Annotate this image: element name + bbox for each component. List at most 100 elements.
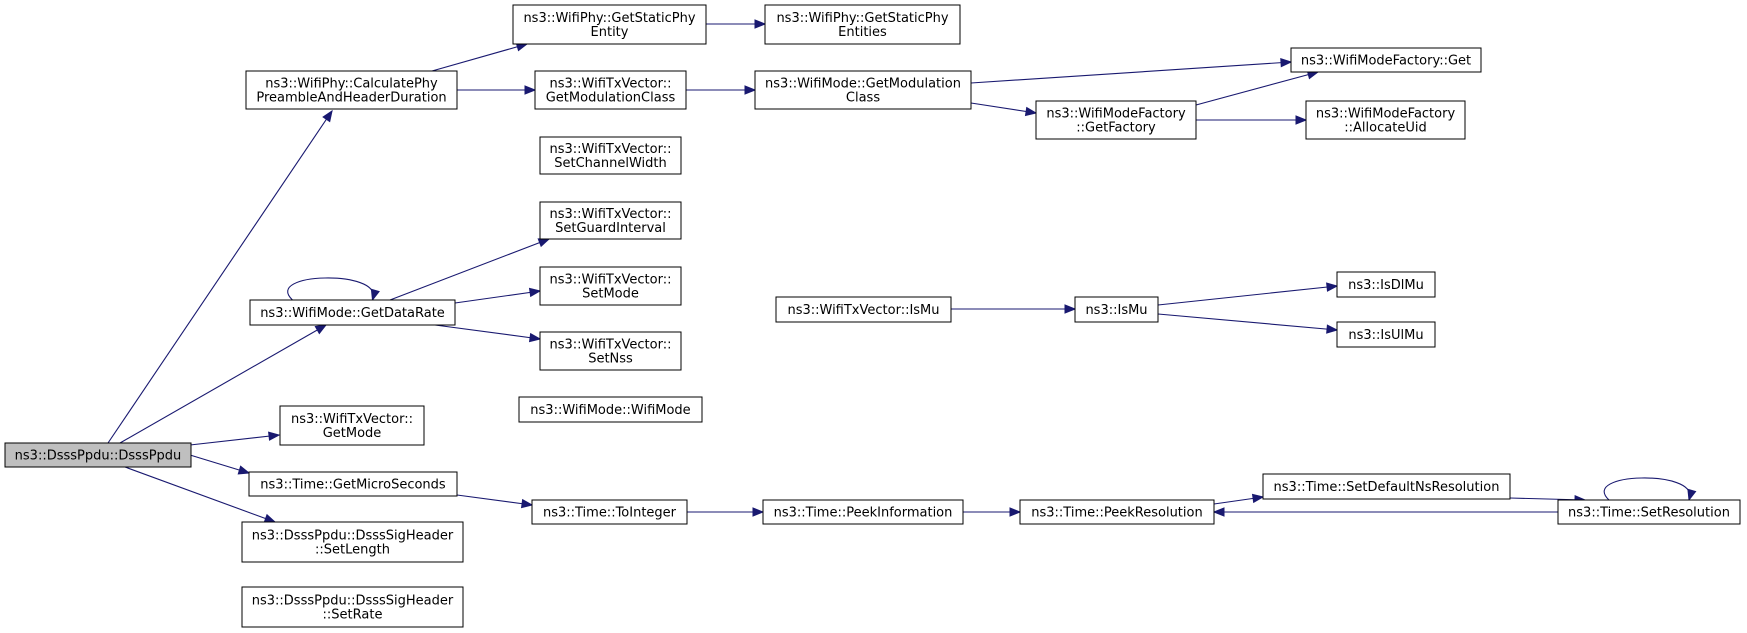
node-root[interactable]: ns3::DsssPpdu::DsssPpdu	[4, 442, 192, 468]
node-setMode[interactable]: ns3::WifiTxVector::SetMode	[539, 266, 682, 306]
node-setRes[interactable]: ns3::Time::SetResolution	[1557, 499, 1741, 525]
arrowhead	[528, 287, 542, 298]
edge-modeGetModClass-to-getFactory	[970, 102, 1038, 117]
edge-line	[456, 494, 533, 506]
arrowhead	[237, 465, 251, 475]
edge-isMuVec-to-isMu	[951, 304, 1077, 314]
edge-modeGetModClass-to-factoryGet	[970, 57, 1293, 84]
node-label: SetGuardInterval	[555, 221, 666, 236]
edge-line	[454, 290, 541, 304]
edge-line	[1157, 285, 1338, 306]
node-label: ns3::WifiTxVector::	[549, 77, 671, 92]
node-isMuVec[interactable]: ns3::WifiTxVector::IsMu	[775, 296, 952, 323]
node-label: ns3::WifiPhy::CalculatePhy	[265, 77, 438, 92]
node-box	[1262, 473, 1511, 500]
edge-line	[970, 61, 1292, 84]
node-setRate[interactable]: ns3::DsssPpdu::DsssSigHeader::SetRate	[241, 586, 464, 628]
node-label: Class	[846, 91, 880, 106]
node-setNss[interactable]: ns3::WifiTxVector::SetNss	[539, 331, 682, 371]
node-box	[539, 201, 682, 240]
arrowhead	[1687, 488, 1697, 502]
node-label: ns3::Time::GetMicroSeconds	[260, 478, 446, 493]
node-factoryGet[interactable]: ns3::WifiModeFactory::Get	[1290, 47, 1482, 73]
node-wifiModeCtor[interactable]: ns3::WifiMode::WifiMode	[518, 396, 703, 423]
node-label: ns3::WifiTxVector::	[549, 142, 671, 157]
edge-line	[287, 277, 374, 301]
edge-peekInfo-to-peekRes	[963, 507, 1022, 517]
node-box	[754, 70, 972, 110]
node-label: ns3::Time::PeekInformation	[774, 506, 953, 521]
edge-isMu-to-isDlMu	[1157, 282, 1339, 306]
node-label: ns3::IsUlMu	[1348, 328, 1423, 343]
edge-line	[389, 238, 550, 301]
node-isMu[interactable]: ns3::IsMu	[1074, 296, 1159, 323]
node-isUlMu[interactable]: ns3::IsUlMu	[1336, 321, 1436, 348]
arrowhead	[1009, 507, 1022, 517]
edge-getDataRate-to-setMode	[454, 287, 542, 304]
arrowhead	[537, 238, 551, 248]
node-isDlMu[interactable]: ns3::IsDlMu	[1336, 271, 1436, 298]
node-modeGetModClass[interactable]: ns3::WifiMode::GetModulationClass	[754, 70, 972, 110]
node-getFactory[interactable]: ns3::WifiModeFactory::GetFactory	[1035, 100, 1197, 140]
node-label: ns3::WifiPhy::GetStaticPhy	[776, 11, 948, 26]
edge-staticEntity-to-staticEntities	[706, 19, 767, 29]
node-peekRes[interactable]: ns3::Time::PeekResolution	[1019, 499, 1215, 525]
node-label: ns3::Time::PeekResolution	[1031, 506, 1202, 521]
node-label: ::SetLength	[315, 543, 390, 558]
node-box	[241, 586, 464, 628]
node-setChannelWidth[interactable]: ns3::WifiTxVector::SetChannelWidth	[539, 136, 682, 175]
arrowhead	[1064, 304, 1077, 314]
node-label: ns3::Time::SetResolution	[1568, 506, 1730, 521]
edge-line	[1195, 71, 1319, 106]
node-label: ns3::WifiModeFactory	[1316, 107, 1456, 122]
nodes-layer: ns3::DsssPpdu::DsssPpdu ns3::WifiPhy::Cal…	[4, 4, 1741, 628]
edge-calcPhy-to-staticEntity	[431, 42, 529, 72]
node-getMicro[interactable]: ns3::Time::GetMicroSeconds	[248, 471, 458, 497]
edge-root-to-getMode	[189, 431, 281, 446]
node-label: SetNss	[588, 352, 633, 367]
node-label: ns3::Time::SetDefaultNsResolution	[1274, 480, 1500, 495]
node-setGuard[interactable]: ns3::WifiTxVector::SetGuardInterval	[539, 201, 682, 240]
node-setDefaultNs[interactable]: ns3::Time::SetDefaultNsResolution	[1262, 473, 1511, 500]
node-label: ::AllocateUid	[1344, 121, 1426, 136]
node-label: ns3::IsMu	[1085, 303, 1147, 318]
edge-setRes-to-peekRes	[1212, 507, 1558, 517]
node-toInteger[interactable]: ns3::Time::ToInteger	[531, 499, 688, 525]
edge-toInteger-to-peekInfo	[687, 507, 765, 517]
node-label: SetMode	[582, 287, 639, 302]
edge-getModClass-to-modeGetModClass	[686, 85, 757, 95]
edge-line	[1603, 477, 1690, 501]
edge-isMu-to-isUlMu	[1157, 313, 1339, 334]
edge-root-to-calcPhy	[107, 109, 333, 444]
edge-line	[431, 43, 528, 72]
arrowhead	[263, 513, 277, 523]
node-peekInfo[interactable]: ns3::Time::PeekInformation	[762, 499, 964, 525]
node-box	[775, 296, 952, 323]
node-label: ns3::WifiTxVector::	[549, 207, 671, 222]
edge-getDataRate-to-setNss	[434, 324, 542, 343]
node-getModClass[interactable]: ns3::WifiTxVector::GetModulationClass	[534, 70, 687, 110]
node-getDataRate[interactable]: ns3::WifiMode::GetDataRate	[249, 299, 456, 326]
node-setLength[interactable]: ns3::DsssPpdu::DsssSigHeader::SetLength	[241, 521, 464, 563]
node-label: Entity	[591, 25, 629, 40]
node-box	[279, 405, 425, 446]
node-label: GetMode	[323, 426, 382, 441]
arrowhead	[520, 498, 534, 509]
node-label: ns3::WifiModeFactory	[1046, 107, 1186, 122]
node-label: ns3::WifiMode::GetDataRate	[260, 306, 445, 321]
arrowhead	[1326, 324, 1339, 334]
node-calcPhy[interactable]: ns3::WifiPhy::CalculatePhyPreambleAndHea…	[245, 70, 458, 110]
arrowhead	[322, 109, 333, 123]
node-label: ns3::WifiPhy::GetStaticPhy	[523, 11, 695, 26]
node-allocUid[interactable]: ns3::WifiModeFactory::AllocateUid	[1305, 100, 1466, 140]
node-box	[1305, 100, 1466, 140]
node-box	[1074, 296, 1159, 323]
node-box	[1290, 47, 1482, 73]
edge-line	[119, 324, 327, 444]
node-getMode[interactable]: ns3::WifiTxVector::GetMode	[279, 405, 425, 446]
arrowhead	[524, 85, 537, 95]
node-box	[1019, 499, 1215, 525]
edge-line	[1157, 313, 1338, 331]
